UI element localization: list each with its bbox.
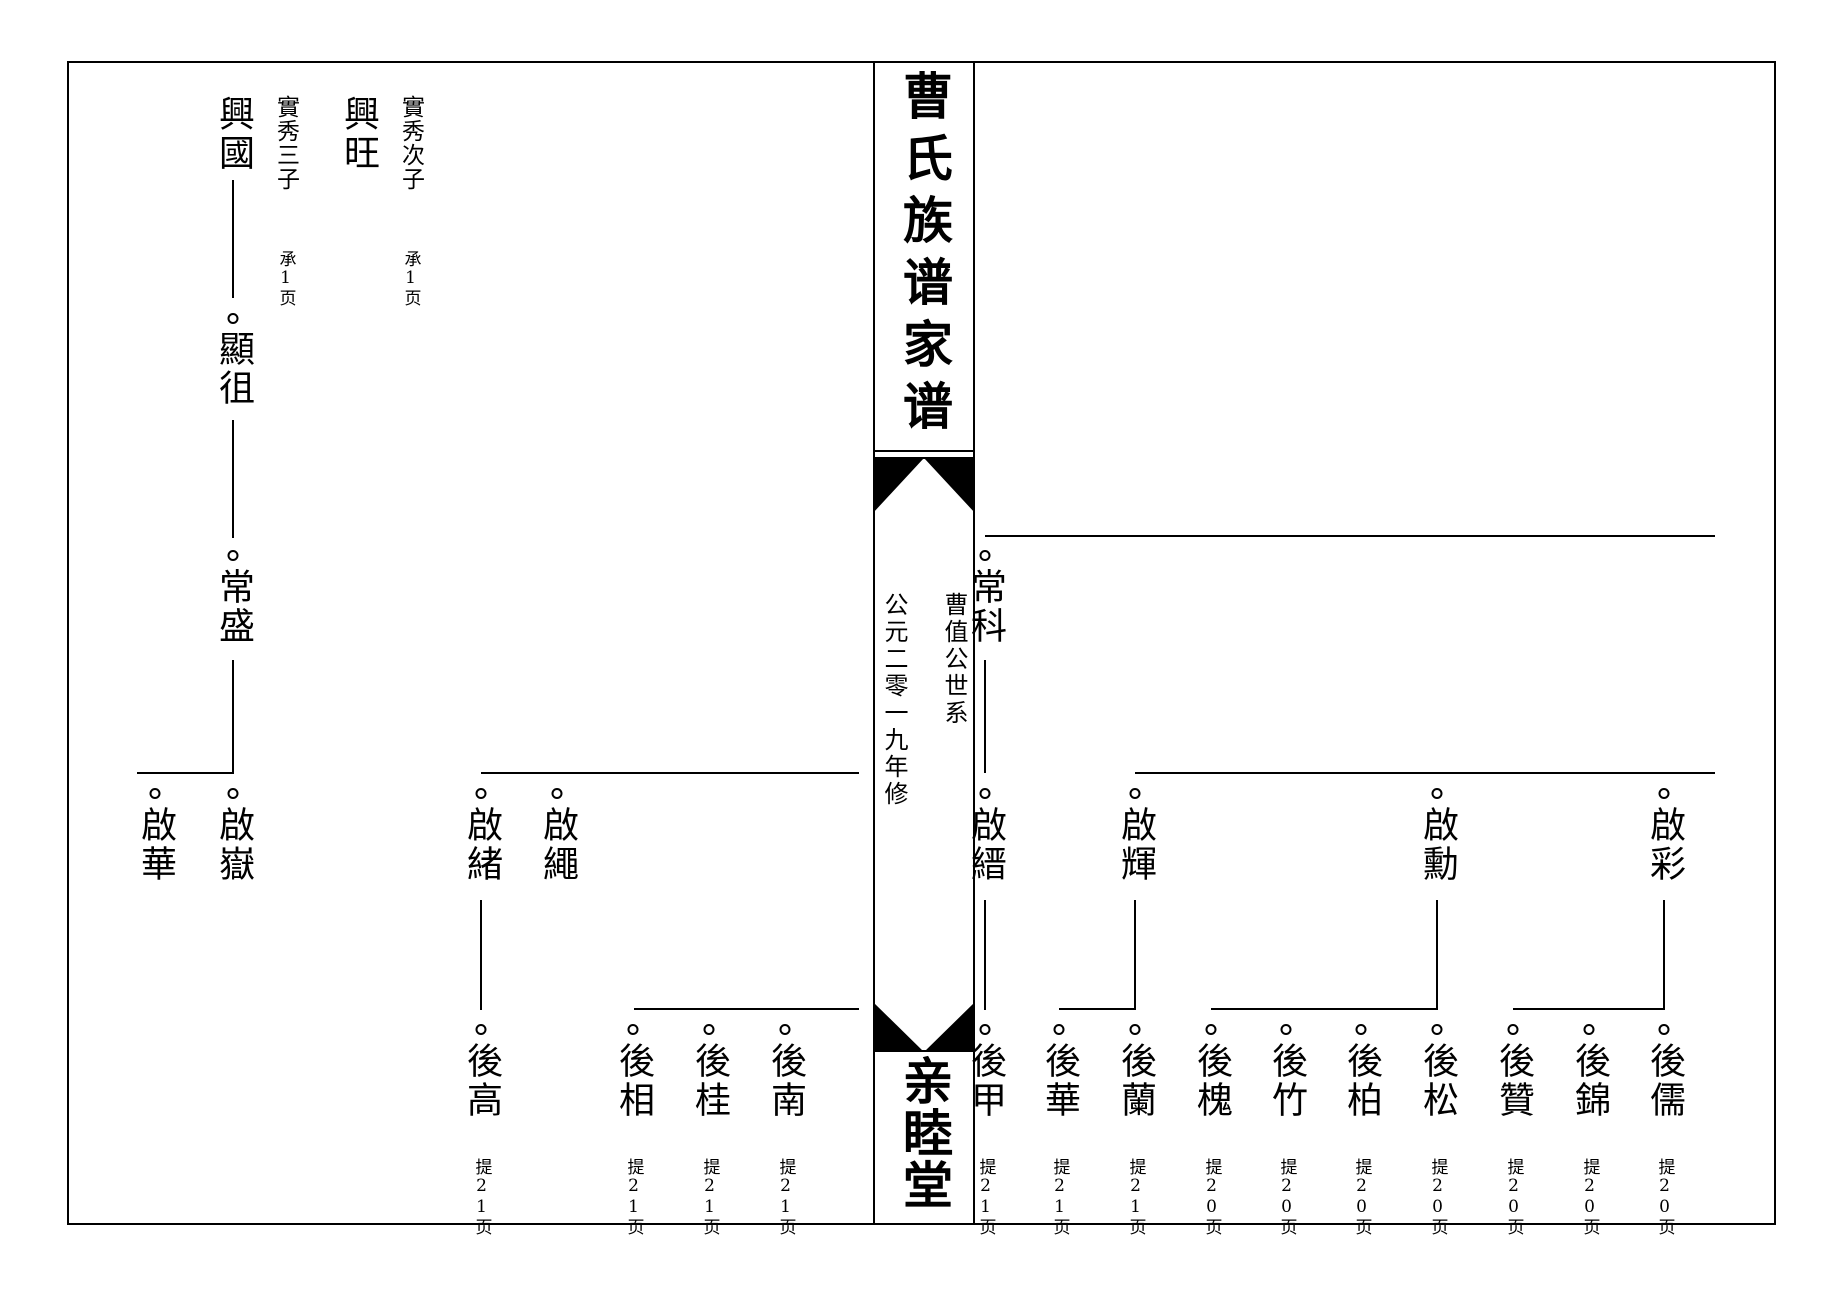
line-gen3-qihui [1059, 1008, 1136, 1010]
name-qixu: 啟緒 [461, 806, 502, 884]
line-qixun-down [1436, 900, 1438, 1010]
name-hourua: 後儒 [1644, 1042, 1685, 1120]
ref-houhua: 提21页 [1049, 1158, 1070, 1236]
ref-hougui: 提21页 [699, 1158, 720, 1236]
line-xingguo-xianzu [232, 180, 234, 298]
page-frame [67, 61, 1776, 1225]
ref-houjia: 提21页 [975, 1158, 996, 1236]
dot-houjin [1583, 1024, 1595, 1035]
dot-houlan [1129, 1024, 1141, 1035]
name-qicai: 啟彩 [1644, 806, 1685, 884]
name-qisheng: 啟繩 [537, 806, 578, 884]
dot-qisheng [551, 788, 563, 799]
dot-houzhu [1280, 1024, 1292, 1035]
dot-houjia [979, 1024, 991, 1035]
dot-qihua [149, 788, 161, 799]
dot-changke [979, 550, 991, 561]
dot-qijin [979, 788, 991, 799]
name-houjia: 後甲 [965, 1042, 1006, 1120]
line-qijin-houjia [984, 900, 986, 1010]
spine-fish-tail-bottom [873, 1002, 975, 1052]
spine-hall-divider [873, 1050, 975, 1052]
name-houzan: 後贊 [1493, 1042, 1534, 1120]
line-gen3-left [634, 1008, 859, 1010]
ref-hounan: 提21页 [775, 1158, 796, 1236]
spine-title: 曹氏族谱家谱 [895, 70, 953, 442]
line-sheng-xu [481, 772, 859, 774]
dot-houzan [1507, 1024, 1519, 1035]
line-gen1-top [985, 535, 1715, 537]
dot-hourua [1658, 1024, 1670, 1035]
branch-ref-xingwang: 承1页 [400, 250, 421, 307]
dot-qihui [1129, 788, 1141, 799]
name-houbai: 後柏 [1341, 1042, 1382, 1120]
line-gen3-qicai [1513, 1008, 1665, 1010]
ref-hourua: 提20页 [1654, 1158, 1675, 1236]
name-qihui: 啟輝 [1115, 806, 1156, 884]
ref-housong: 提20页 [1427, 1158, 1448, 1236]
dot-qixu [475, 788, 487, 799]
branch-name-xingwang: 興旺 [338, 95, 379, 173]
dot-qicai [1658, 788, 1670, 799]
name-housong: 後松 [1417, 1042, 1458, 1120]
name-houhuai: 後槐 [1191, 1042, 1232, 1120]
dot-houxiang [627, 1024, 639, 1035]
ref-hougao: 提21页 [471, 1158, 492, 1236]
ref-houxiang: 提21页 [623, 1158, 644, 1236]
name-hougao: 後高 [461, 1042, 502, 1120]
line-qihui-down [1134, 900, 1136, 1010]
name-qiyue: 啟嶽 [213, 806, 254, 884]
spine-hall-name: 亲睦堂 [895, 1055, 954, 1211]
branch-name-xingguo: 興國 [213, 95, 254, 173]
spine-left-border [873, 61, 875, 1225]
dot-hougao [475, 1024, 487, 1035]
spine-fish-tail-top [873, 458, 975, 513]
spine-lineage: 曹值公世系 [940, 592, 968, 727]
spine-right-border [973, 61, 975, 1225]
line-xianzu-changsheng [232, 420, 234, 538]
branch-ref-xingguo: 承1页 [275, 250, 296, 307]
name-changsheng: 常盛 [213, 568, 254, 646]
dot-houbai [1355, 1024, 1367, 1035]
branch-note-xingguo: 實秀三子 [272, 95, 299, 191]
dot-hounan [779, 1024, 791, 1035]
line-qicai-down [1663, 900, 1665, 1010]
name-houzhu: 後竹 [1266, 1042, 1307, 1120]
name-changke: 常科 [965, 568, 1006, 646]
ref-houjin: 提20页 [1579, 1158, 1600, 1236]
name-qixun: 啟勳 [1417, 806, 1458, 884]
name-houjin: 後錦 [1569, 1042, 1610, 1120]
dot-changsheng [227, 550, 239, 561]
name-houlan: 後蘭 [1115, 1042, 1156, 1120]
line-changke-down [984, 660, 986, 773]
ref-houzan: 提20页 [1503, 1158, 1524, 1236]
dot-hougui [703, 1024, 715, 1035]
dot-housong [1431, 1024, 1443, 1035]
branch-note-xingwang: 實秀次子 [397, 95, 424, 191]
dot-xianzu [227, 313, 239, 324]
ref-houzhu: 提20页 [1276, 1158, 1297, 1236]
dot-houhua [1053, 1024, 1065, 1035]
name-hougui: 後桂 [689, 1042, 730, 1120]
ref-houlan: 提21页 [1125, 1158, 1146, 1236]
line-changsheng-sons [137, 772, 234, 774]
line-gen2-right [1135, 772, 1715, 774]
dot-qixun [1431, 788, 1443, 799]
name-houhua: 後華 [1039, 1042, 1080, 1120]
name-qihua: 啟華 [135, 806, 176, 884]
spine-title-divider-1 [873, 450, 975, 452]
name-hounan: 後南 [765, 1042, 806, 1120]
ref-houbai: 提20页 [1351, 1158, 1372, 1236]
name-houxiang: 後相 [613, 1042, 654, 1120]
line-qixu-hougao [480, 900, 482, 1010]
name-xianzu: 顯徂 [213, 330, 254, 408]
line-changsheng-down [232, 660, 234, 773]
ref-houhuai: 提20页 [1201, 1158, 1222, 1236]
dot-qiyue [227, 788, 239, 799]
line-gen3-qixun [1211, 1008, 1438, 1010]
name-qijin: 啟縉 [965, 806, 1006, 884]
dot-houhuai [1205, 1024, 1217, 1035]
spine-date: 公元二零一九年修 [880, 592, 908, 808]
